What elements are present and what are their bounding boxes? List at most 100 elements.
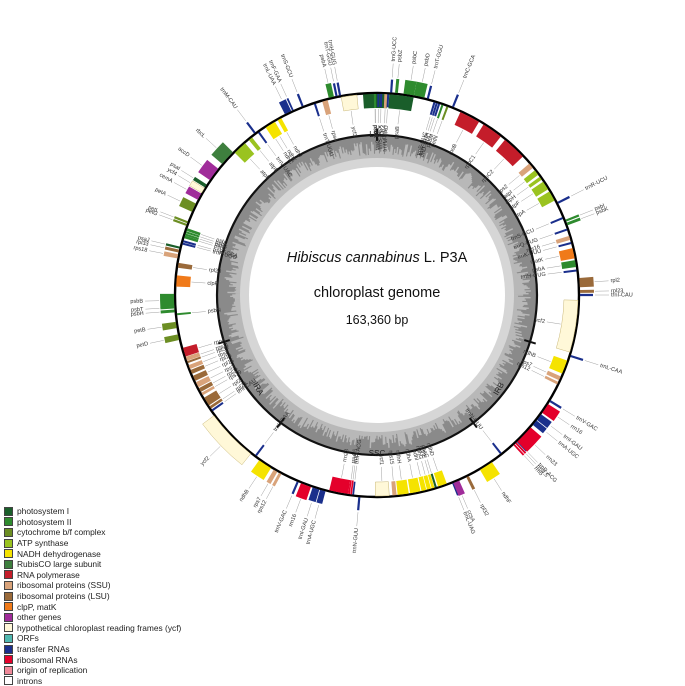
gene-label: rrn23 (342, 449, 350, 463)
legend-item: ATP synthase (4, 538, 174, 549)
gene-block (480, 462, 500, 482)
gene-label-leader (149, 251, 163, 254)
legend-item: other genes (4, 612, 174, 623)
gene-label-leader (580, 210, 593, 215)
gene-block (235, 143, 254, 162)
center-subtitle: chloroplast genome (314, 285, 441, 301)
gene-block (176, 275, 191, 287)
region-lsc-label: LSC (369, 130, 385, 139)
gene-label: rbcL (194, 128, 206, 140)
gene-label-leader (474, 490, 480, 503)
gene-label-leader (265, 432, 273, 443)
gene-label: rpl2 (610, 278, 620, 285)
gene-block (557, 196, 570, 204)
gene-label-leader (193, 268, 207, 270)
gene-label-leader (527, 203, 539, 210)
legend-item: hypothetical chloroplast reading frames … (4, 623, 174, 634)
legend-swatch (4, 623, 13, 632)
gene-label: psbZ (397, 49, 404, 63)
gene-label: matK (530, 257, 544, 266)
gene-block (563, 269, 576, 273)
gene-label-leader (357, 512, 358, 526)
gene-label-leader (538, 357, 551, 362)
gene-label-leader (198, 245, 211, 249)
gene-block (375, 482, 389, 496)
gene-block (337, 82, 342, 95)
gene-label: trnS-GCU (279, 54, 294, 79)
gene-block (258, 132, 267, 144)
gene-label-leader (494, 479, 502, 491)
gene-label-leader (307, 503, 311, 516)
legend-item: introns (4, 676, 174, 686)
gene-label-leader (331, 68, 334, 82)
gene-label-leader (174, 183, 186, 190)
gene-label-leader (581, 214, 594, 219)
legend-label: ORFs (17, 633, 39, 643)
gene-block (246, 122, 256, 134)
gene-label: ndhA (404, 449, 412, 463)
gene-label: psbC (411, 51, 419, 65)
gene-label: atpA (514, 209, 527, 220)
gene-label-leader (150, 340, 164, 343)
gene-block (164, 334, 179, 343)
gene-block (341, 95, 358, 111)
gene-label-leader (320, 118, 324, 131)
gene-block (554, 229, 567, 235)
gene-label-leader (266, 487, 273, 499)
gene-label-leader (459, 80, 464, 93)
gene-label-leader (225, 394, 236, 402)
legend-swatch (4, 539, 13, 548)
gene-block (452, 94, 459, 107)
gene-label: clpP (207, 281, 219, 288)
gene-label-leader (353, 466, 355, 480)
gene-label: ndhB (239, 489, 251, 503)
legend-item: RNA polymerase (4, 570, 174, 581)
gene-label-leader (211, 372, 224, 378)
gene-block (561, 260, 576, 269)
gene-label-leader (392, 64, 393, 78)
gene-label-leader (433, 458, 438, 471)
gene-label-leader (201, 234, 214, 239)
gene-block (466, 476, 475, 490)
gene-block (496, 140, 523, 166)
legend-label: photosystem I (17, 506, 69, 516)
gene-label-leader (191, 157, 202, 165)
gene-label-leader (392, 466, 393, 480)
gene-label-leader (260, 150, 269, 161)
gene-label-leader (181, 170, 193, 178)
gene-label: rrn16 (288, 513, 298, 527)
gene-label-leader (192, 311, 206, 312)
gene-label-leader (532, 370, 545, 376)
gene-block (322, 100, 331, 115)
gene-block (203, 416, 251, 465)
legend-swatch (4, 602, 13, 611)
gene-label-leader (287, 132, 294, 144)
gene-label-leader (206, 138, 216, 147)
gene-label: psbD (423, 53, 432, 67)
legend-item: ribosomal proteins (SSU) (4, 580, 174, 591)
gene-label-leader (200, 237, 213, 241)
legend-swatch (4, 676, 13, 685)
legend-label: ATP synthase (17, 538, 68, 548)
gene-label-leader (351, 111, 353, 125)
gene-label: trnL-CAA (599, 363, 623, 376)
gene-label-leader (558, 417, 570, 425)
gene-label-leader (151, 241, 165, 244)
gene-label-leader (459, 497, 464, 510)
gene-label: rpl23 (611, 288, 624, 294)
gene-block (374, 94, 376, 108)
gene-label-leader (428, 117, 432, 130)
gene-label-leader (548, 272, 562, 274)
legend-item: ribosomal proteins (LSU) (4, 591, 174, 602)
gene-label-leader (535, 445, 545, 455)
legend-swatch (4, 560, 13, 569)
legend-label: NADH dehydrogenase (17, 549, 101, 559)
gene-block (556, 300, 578, 352)
gene-block (380, 94, 382, 107)
gene-block (297, 94, 304, 107)
gene-block (161, 310, 175, 314)
gene-label: psbH (131, 311, 144, 318)
gene-label-leader (563, 409, 575, 416)
gene-block (492, 443, 502, 454)
